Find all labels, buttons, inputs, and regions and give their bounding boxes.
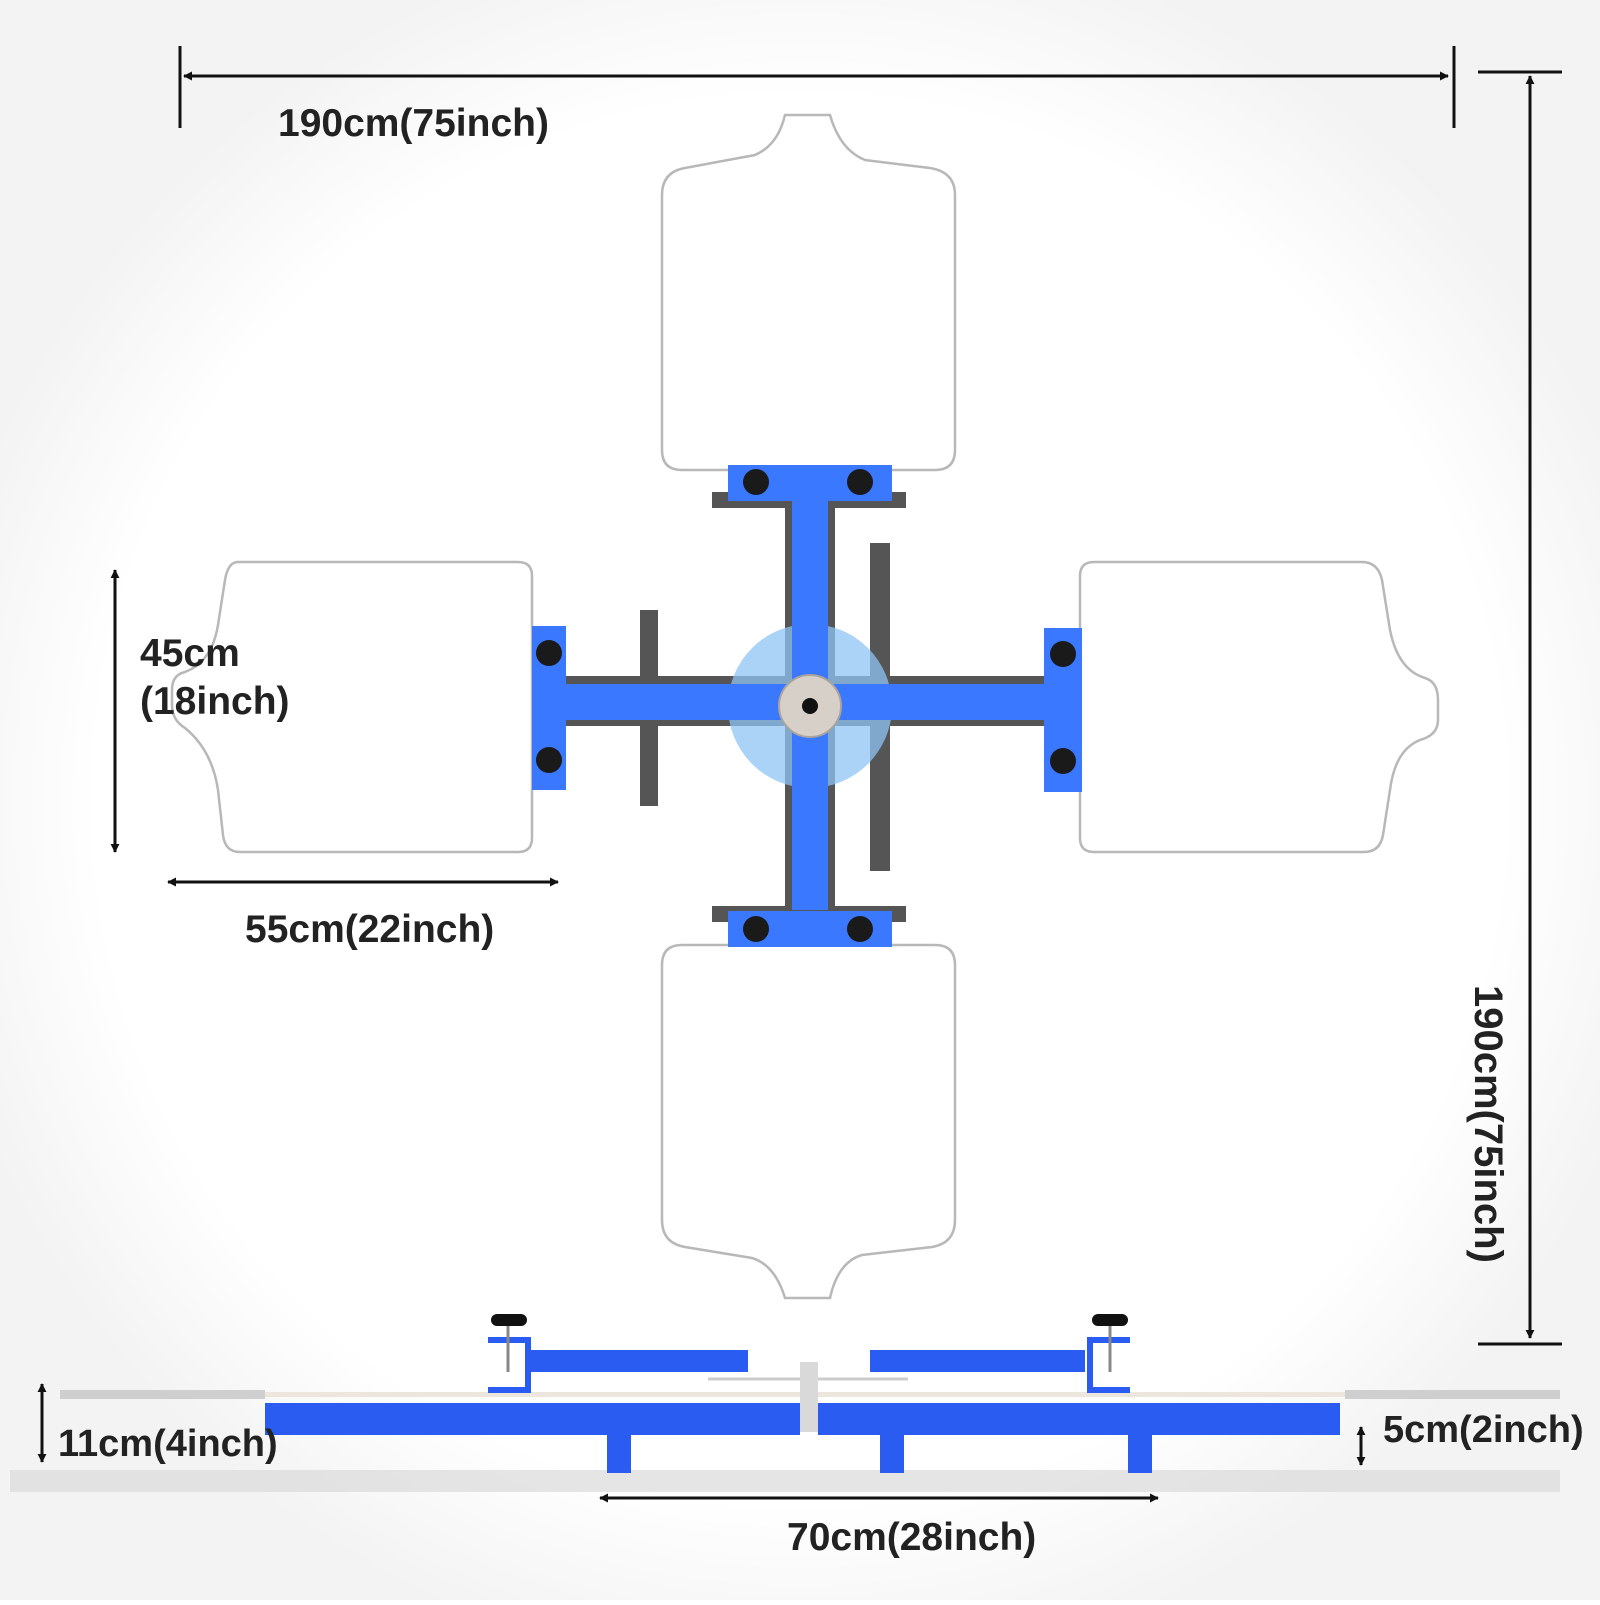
spindle-hole-icon — [802, 698, 818, 714]
foot-height-label: 5cm(2inch) — [1383, 1409, 1584, 1451]
base-foot — [880, 1433, 904, 1473]
platen-height-label-cm: 45cm — [140, 632, 240, 675]
base-foot — [607, 1433, 631, 1473]
platen-top — [660, 113, 957, 472]
left-rail-side — [60, 1390, 265, 1399]
bolt-icon — [743, 916, 769, 942]
knob-icon — [1092, 1314, 1128, 1326]
platen-left — [170, 560, 534, 854]
clamp-right — [1087, 1314, 1130, 1393]
bolt-icon — [847, 469, 873, 495]
bolt-icon — [536, 747, 562, 773]
base-bar-right — [818, 1403, 1340, 1435]
platen-height-label-inch: (18inch) — [140, 680, 290, 723]
bolt-icon — [743, 469, 769, 495]
mounting-bolts — [536, 469, 1076, 942]
platen-width-label: 55cm(22inch) — [245, 908, 494, 951]
center-post-side — [800, 1362, 818, 1432]
platen-bottom — [660, 943, 957, 1300]
platen-right — [1078, 560, 1440, 854]
right-height-label: 190cm(75inch) — [1466, 985, 1510, 1263]
platens — [170, 113, 1440, 1300]
bolt-icon — [536, 640, 562, 666]
knob-icon — [491, 1314, 527, 1326]
arm-right-side — [870, 1350, 1085, 1372]
top-width-label: 190cm(75inch) — [278, 102, 549, 145]
base-bar-left — [265, 1403, 800, 1435]
base-foot — [1128, 1433, 1152, 1473]
floor-line — [10, 1470, 1560, 1492]
bolt-icon — [1050, 748, 1076, 774]
base-side-view — [10, 1314, 1560, 1492]
dimension-lines — [37, 46, 1562, 1503]
right-rail-side — [1345, 1390, 1560, 1399]
base-height-label: 11cm(4inch) — [58, 1423, 278, 1465]
arm-left-side — [530, 1350, 748, 1372]
bolt-icon — [847, 916, 873, 942]
clamp-left — [488, 1314, 531, 1393]
bolt-icon — [1050, 641, 1076, 667]
base-span-label: 70cm(28inch) — [787, 1516, 1036, 1559]
